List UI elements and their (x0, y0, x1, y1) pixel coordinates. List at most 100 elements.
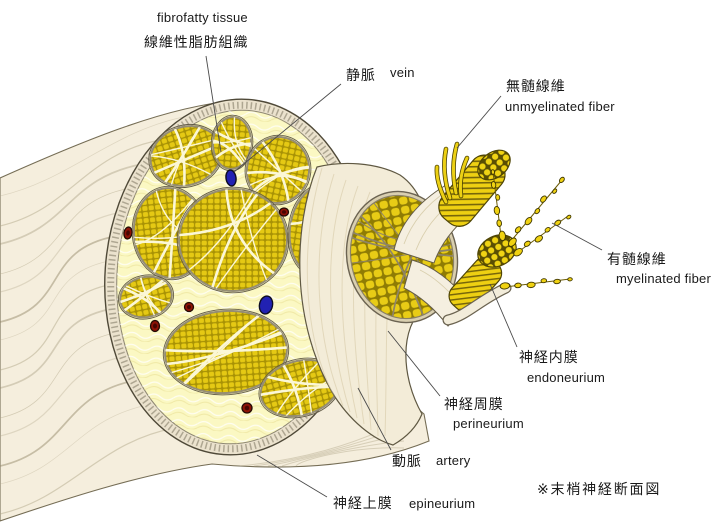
fascicle-lobe-line (164, 346, 288, 353)
myelin-bead (493, 205, 501, 216)
trunk-streak (0, 307, 116, 389)
perineurium-streak (318, 173, 344, 407)
blood-vessels (123, 169, 362, 414)
label-myelinated-jp: 有髄線維 (607, 251, 667, 267)
myelin-bead (524, 216, 533, 226)
fascicle-lobe-line (140, 277, 162, 313)
myelin-bead (495, 194, 501, 201)
myelin-bead (544, 227, 551, 233)
fascicle-lobe-line (125, 285, 171, 304)
artery-lumen (186, 304, 192, 310)
fascicle-lobe-line (179, 202, 272, 237)
trunk-streak (0, 235, 117, 323)
fascicle-lobe-line (176, 331, 281, 379)
label-endoneurium-en: endoneurium (527, 370, 605, 385)
artery-lumen (281, 210, 287, 214)
fascicle-lobe-line (212, 137, 252, 144)
trunk-streak (0, 379, 138, 467)
myelin-bead (526, 281, 536, 289)
label-unmyelinated-jp: 無髄線維 (506, 78, 566, 94)
myelin-bead (508, 237, 517, 247)
unmyelinated-strands (434, 141, 470, 205)
trunk-streak (0, 211, 123, 293)
leader-endoneurium-line (489, 283, 518, 348)
myelin-bead (558, 176, 565, 183)
fascicle-lobe-line (215, 209, 277, 289)
fascicle-lobe-line (184, 315, 258, 385)
fascicle (258, 357, 342, 419)
fascicle-lobe-line (212, 139, 244, 166)
myelin-bead (490, 169, 495, 175)
fascicle-lobe-line (188, 192, 253, 271)
trunk-streak (0, 115, 189, 197)
label-unmyelinated-en: unmyelinated fiber (505, 99, 615, 114)
fascicle-lobe-line (252, 166, 311, 192)
label-epineurium-jp: 神経上膜 (333, 495, 393, 511)
label-vein-en: vein (390, 65, 415, 80)
trunk-streak (0, 163, 143, 245)
artery-lumen (152, 323, 158, 329)
label-perineurium-jp: 神経周膜 (444, 396, 504, 412)
label-artery-jp: 動脈 (392, 453, 422, 469)
myelin-bead (513, 247, 523, 257)
myelin-bead (490, 181, 497, 189)
fascicle-lobe-line (135, 198, 193, 246)
fascicle (148, 124, 224, 188)
fascicle-lobe-line (170, 126, 201, 185)
fascicle (210, 114, 254, 172)
fascicle-lobe-line (211, 193, 259, 288)
fascicle-lobe-line (261, 140, 290, 202)
label-vein-jp: 静脈 (346, 67, 376, 83)
myelin-bead (523, 240, 531, 247)
myelinated-fibers (490, 169, 573, 290)
myelin-bead (552, 188, 558, 194)
leader-myelinated-line (551, 222, 603, 251)
leader-lines (205, 55, 603, 498)
fascicle-lobe-line (233, 116, 247, 161)
myelin-bead (553, 278, 561, 285)
myelin-bead (534, 235, 543, 243)
leader-vein-line (233, 83, 342, 173)
leader-unmyelinated-line (456, 95, 502, 149)
fascicle-lobe-line (245, 170, 308, 183)
trunk-streak (295, 447, 405, 467)
label-fibrofatty-jp: 線維性脂肪組織 (144, 34, 248, 50)
vein (225, 169, 237, 187)
endoneurium-strand (443, 283, 511, 325)
trunk-streak (0, 283, 114, 371)
myelin-bead (540, 195, 547, 203)
fascicle (244, 134, 312, 206)
fascicle-lobe-line (249, 175, 307, 186)
fascicle (162, 308, 290, 396)
label-perineurium-en: perineurium (453, 416, 524, 431)
fascicle-lobe-line (276, 360, 321, 414)
fascicle-lobe-line (152, 199, 195, 274)
trunk-streak (0, 331, 120, 419)
leader-epineurium-line (256, 454, 328, 498)
fascicle-lobe-line (225, 189, 275, 275)
myelin-bead (514, 282, 522, 289)
leader-perineurium-line (387, 330, 441, 397)
trunk-streak (0, 355, 127, 437)
perineurium-streak (341, 185, 359, 419)
fascicle-lobe-line (171, 328, 279, 374)
trunk-streak (0, 187, 131, 275)
myelin-bead (567, 277, 573, 282)
label-myelinated-en: myelinated fiber (616, 271, 711, 286)
myelin-bead (540, 278, 548, 284)
perineurium-streak (306, 167, 337, 401)
fascicle-lobe-line (360, 215, 424, 316)
fascicle-lobe-line (123, 279, 165, 312)
myelin-bead (514, 226, 522, 234)
label-epineurium-en: epineurium (409, 496, 475, 511)
myelin-bead (534, 208, 541, 215)
artery-lumen (126, 230, 130, 236)
trunk-streak (0, 403, 153, 485)
fascicle (176, 186, 290, 294)
myelin-bead (499, 282, 511, 290)
myelin-bead (496, 219, 502, 227)
fascicle-lobe-line (150, 138, 218, 156)
unmyelinated-bundle-cap (477, 149, 511, 181)
leader-fibrofatty-line (205, 55, 222, 153)
